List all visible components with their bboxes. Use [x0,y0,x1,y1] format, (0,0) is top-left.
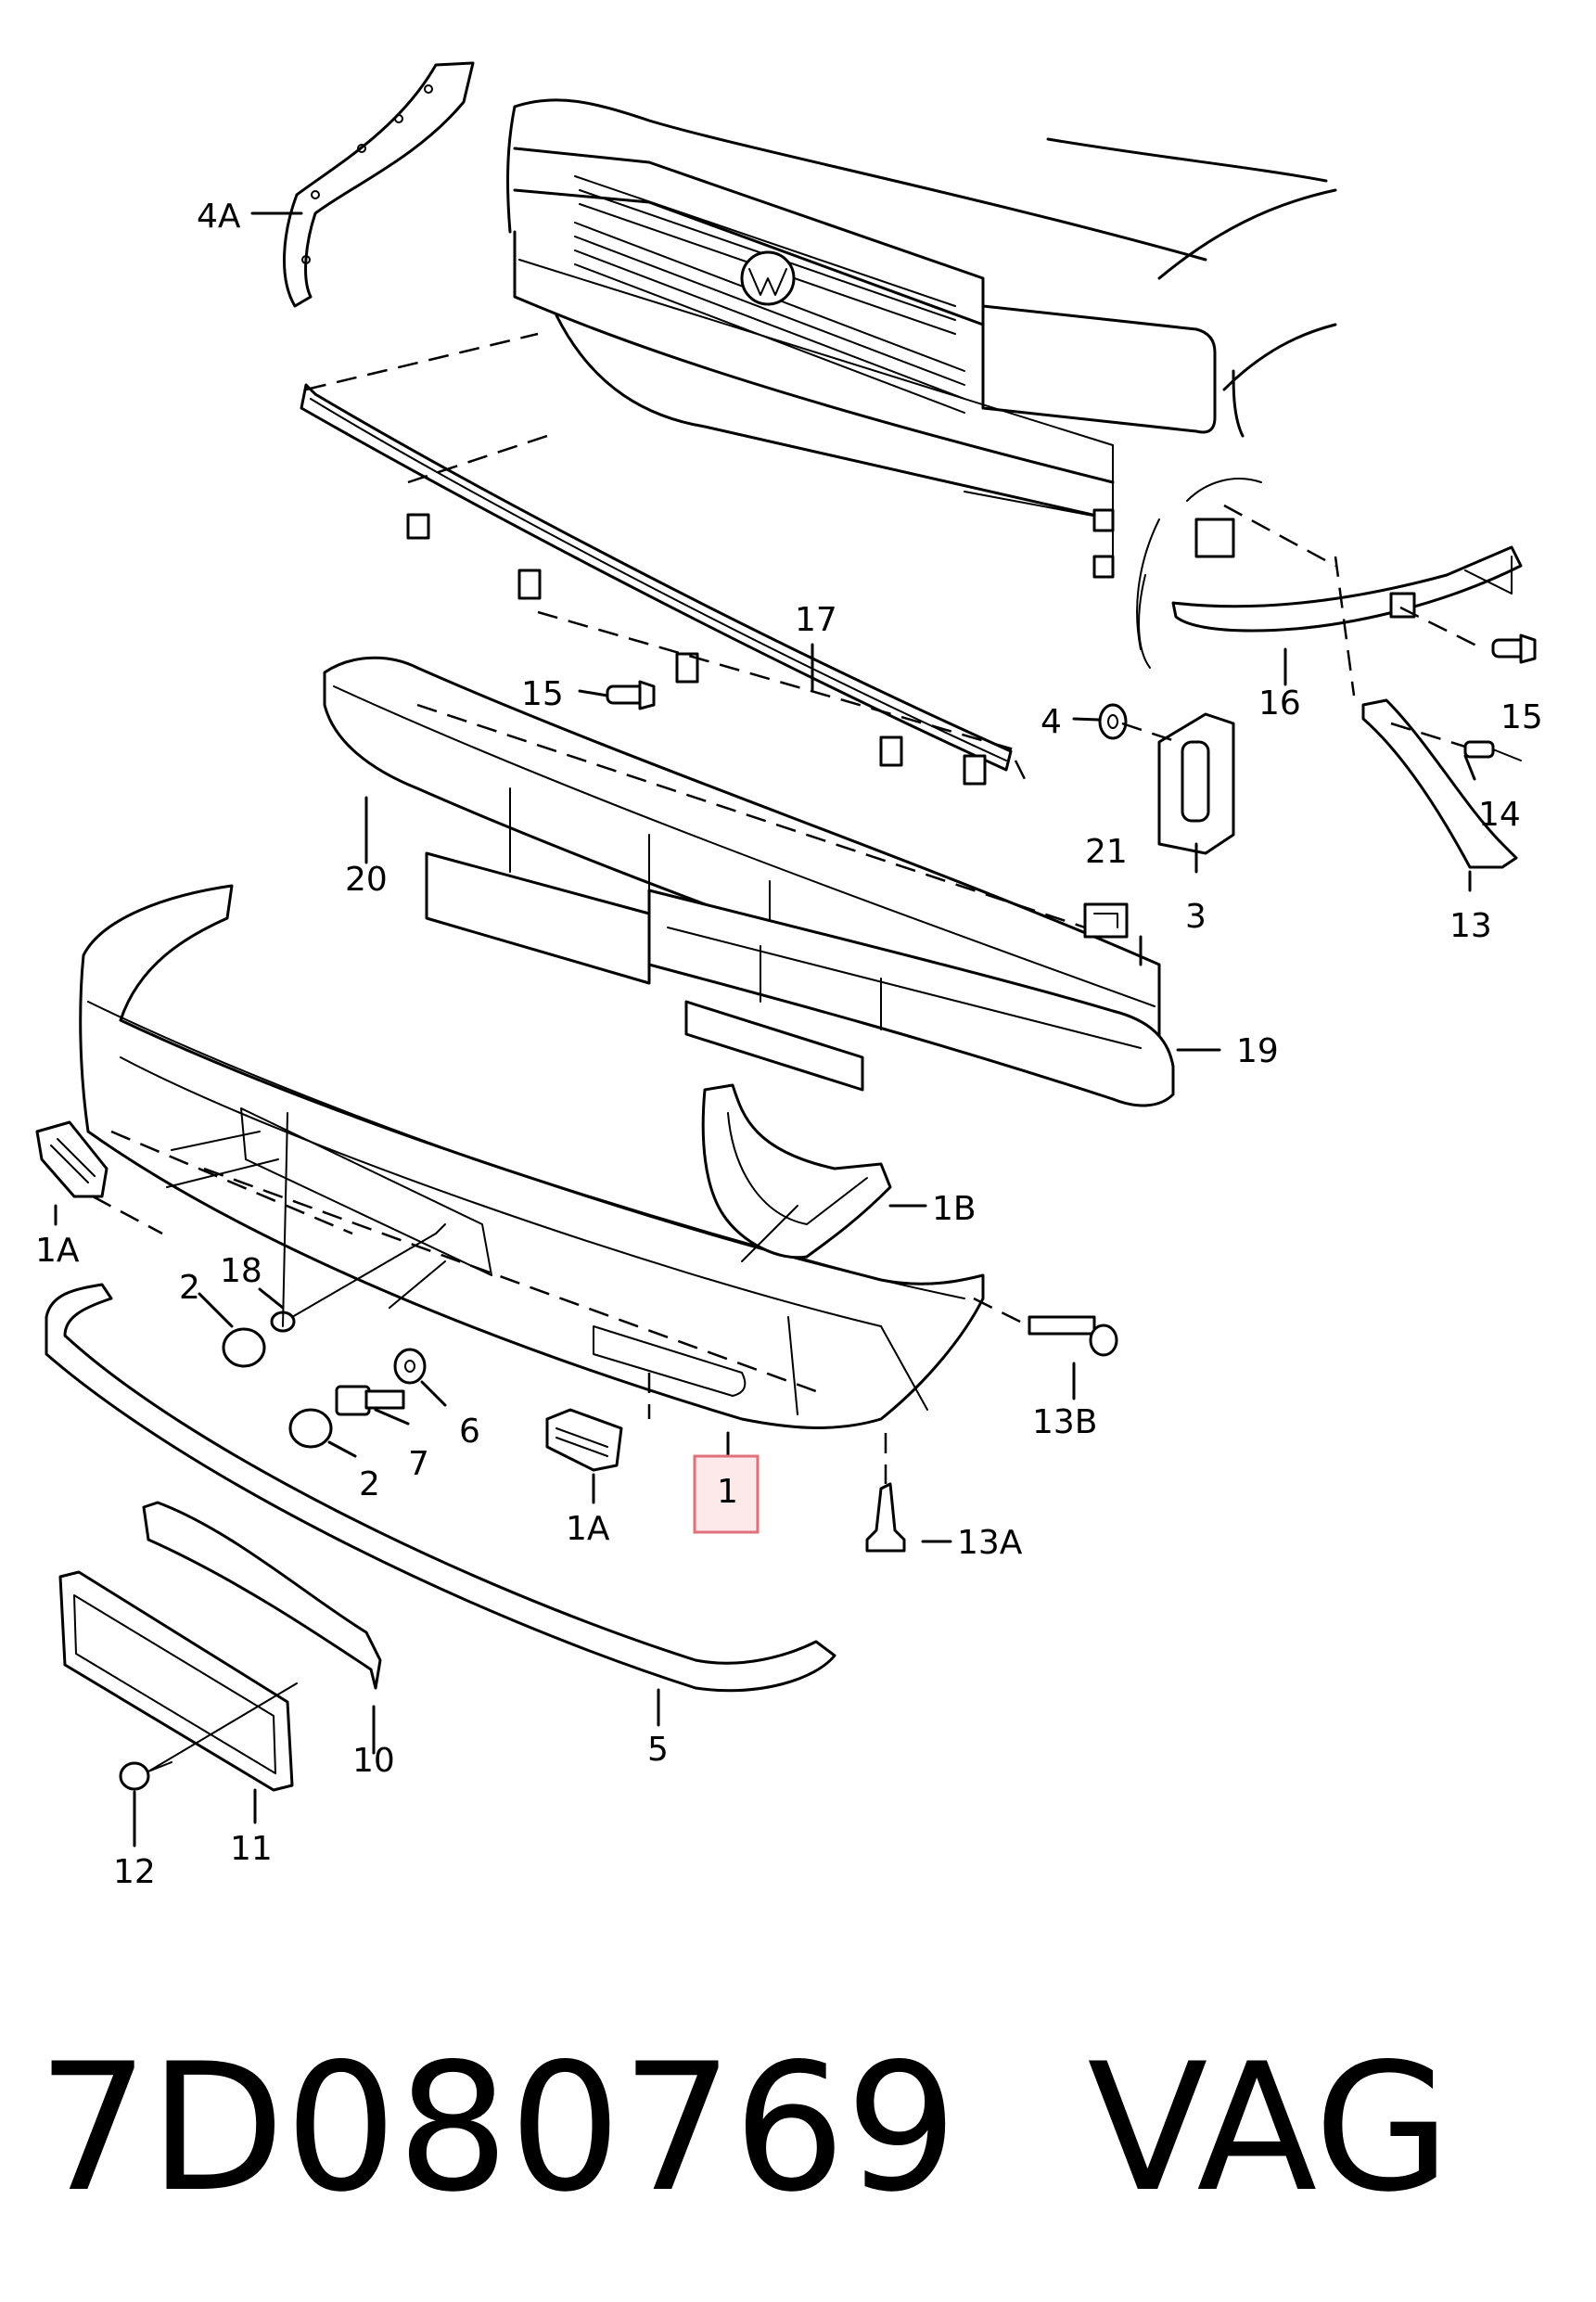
part-1B-bracket [701,1083,892,1260]
part-10-plate-bracket [142,1501,382,1690]
callout-7: 7 [408,1445,429,1483]
callout-1A-left: 1A [35,1232,80,1270]
part-12-screw [119,1761,172,1791]
part-4A-bracket [283,61,475,308]
callout-16: 16 [1258,684,1301,723]
part-15-clip-right [1491,633,1537,664]
callout-1B: 1B [932,1190,977,1228]
part-11-plate-frame [58,1570,294,1792]
callout-15-right: 15 [1500,698,1543,736]
highlight-box-1 [693,1454,760,1534]
callout-18: 18 [220,1252,262,1290]
part-15-clip-left [606,680,656,710]
callout-3: 3 [1185,898,1207,936]
callout-11: 11 [230,1830,273,1868]
leader-lines [54,211,1476,1848]
callout-19: 19 [1236,1032,1279,1070]
callout-21: 21 [1085,833,1128,871]
callout-6: 6 [459,1413,480,1451]
callout-12: 12 [113,1853,156,1891]
part-2-cap-a [222,1327,266,1368]
callout-4A: 4A [197,198,241,236]
part-5-spoiler [45,1283,836,1693]
callout-10: 10 [352,1742,395,1780]
callout-4: 4 [1041,703,1062,741]
part-7-bolt [335,1385,405,1416]
callout-1A-right: 1A [566,1510,610,1548]
vehicle-front-outline [506,98,1337,669]
assembly-lines [92,332,1485,1772]
callout-1-highlighted: 1 [717,1473,738,1511]
callout-17: 17 [795,601,837,639]
callout-2-lower: 2 [359,1465,380,1503]
part-19-bumper-cover [647,889,1175,1107]
part-6-washer [393,1348,427,1385]
part-number: 7D080769 [37,2026,958,2231]
part-16-guide [1171,545,1523,633]
part-13-strut [1361,698,1518,869]
vendor-name: VAG [1087,2026,1451,2231]
part-2-cap-b [288,1408,333,1449]
callout-5: 5 [647,1731,669,1769]
part-1A-grille-right [545,1408,623,1472]
callout-13B: 13B [1032,1403,1098,1441]
callout-15-left: 15 [521,675,564,713]
callout-14: 14 [1478,796,1521,834]
callout-2-upper: 2 [179,1269,200,1307]
callout-20: 20 [345,861,388,899]
part-13B-bolt [1028,1315,1118,1357]
callout-labels: 4A 17 15 16 15 4 14 20 21 3 13 19 1B 1A … [35,198,1543,1891]
part-21-clip [1083,902,1129,939]
part-4-washer [1098,703,1128,740]
part-13A-clip [865,1482,906,1553]
callout-13: 13 [1449,907,1492,945]
part-3-bracket [1157,712,1235,855]
part-17-rail [300,383,1013,786]
part-1A-grille-left [35,1120,109,1198]
part-14-screw [1463,740,1522,761]
callout-13A: 13A [957,1524,1023,1562]
part-1-front-bumper [79,884,985,1429]
part-number-footer: 7D080769 VAG [37,2027,1577,2231]
